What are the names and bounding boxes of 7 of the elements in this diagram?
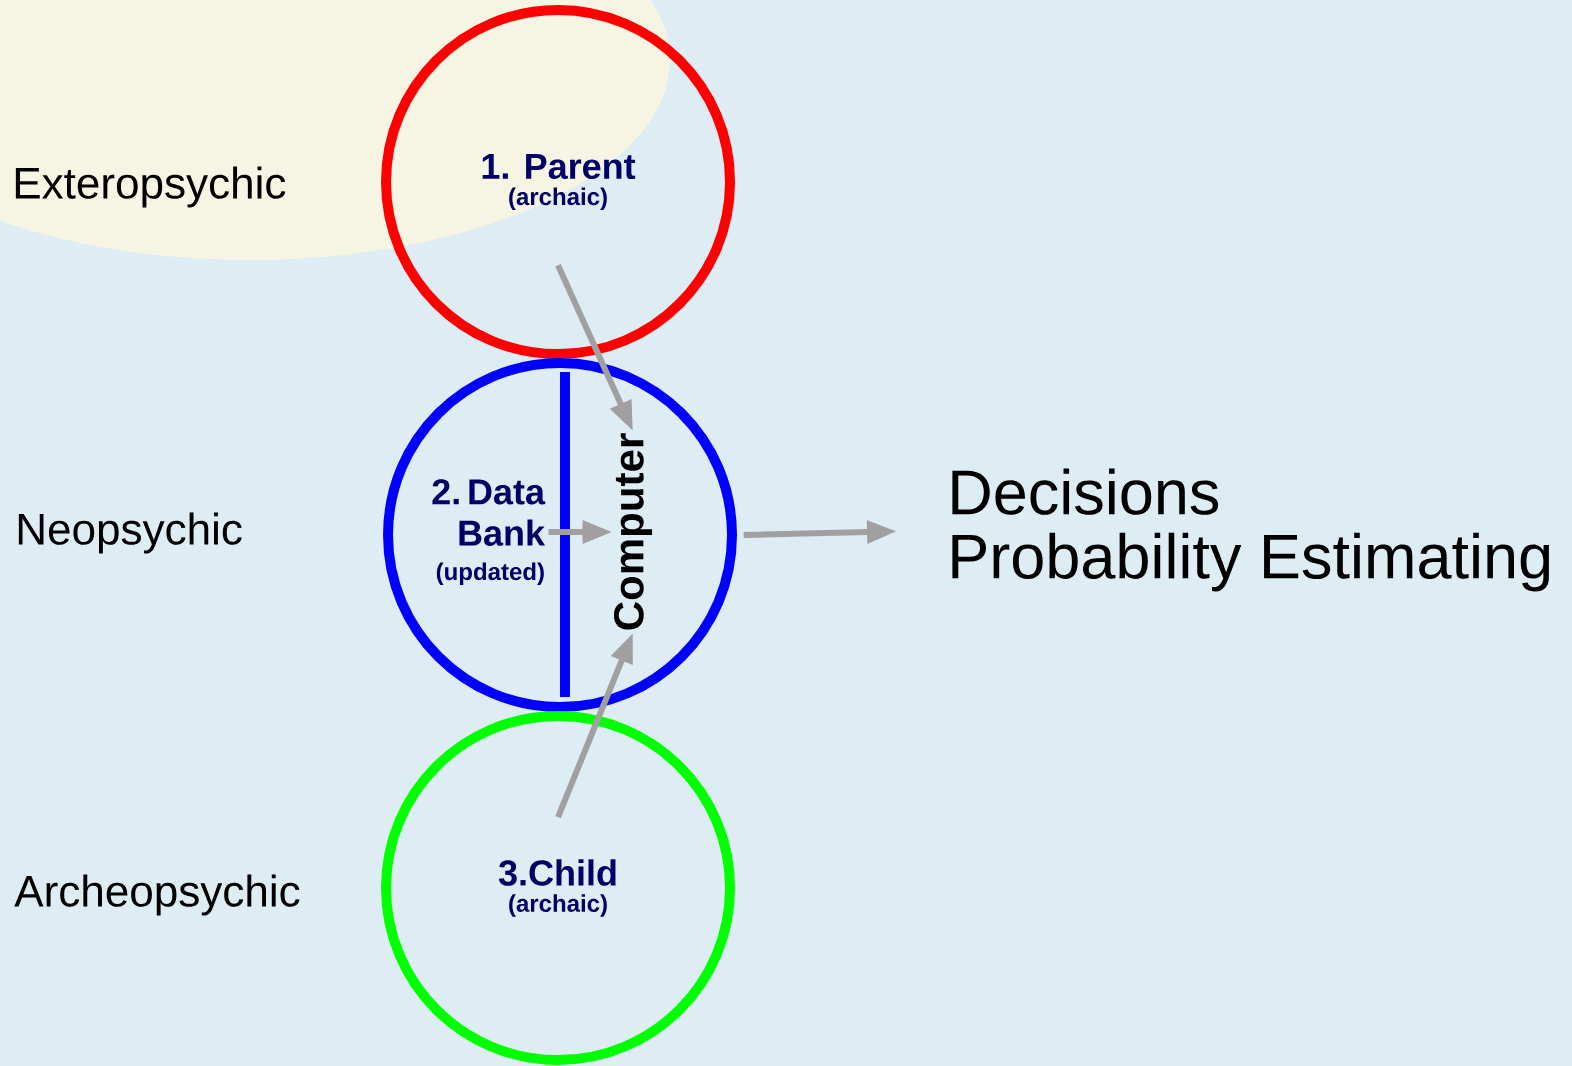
text: Computer (613, 433, 653, 630)
label: Exteropsychic (15, 166, 286, 208)
label: Archeopsychic (14, 874, 300, 916)
circle (383, 358, 737, 712)
text: Decisions Probability Estimating (952, 468, 1550, 592)
text: 2. Data Bank (updated) (432, 479, 546, 585)
label: Neopsychic (18, 512, 242, 554)
